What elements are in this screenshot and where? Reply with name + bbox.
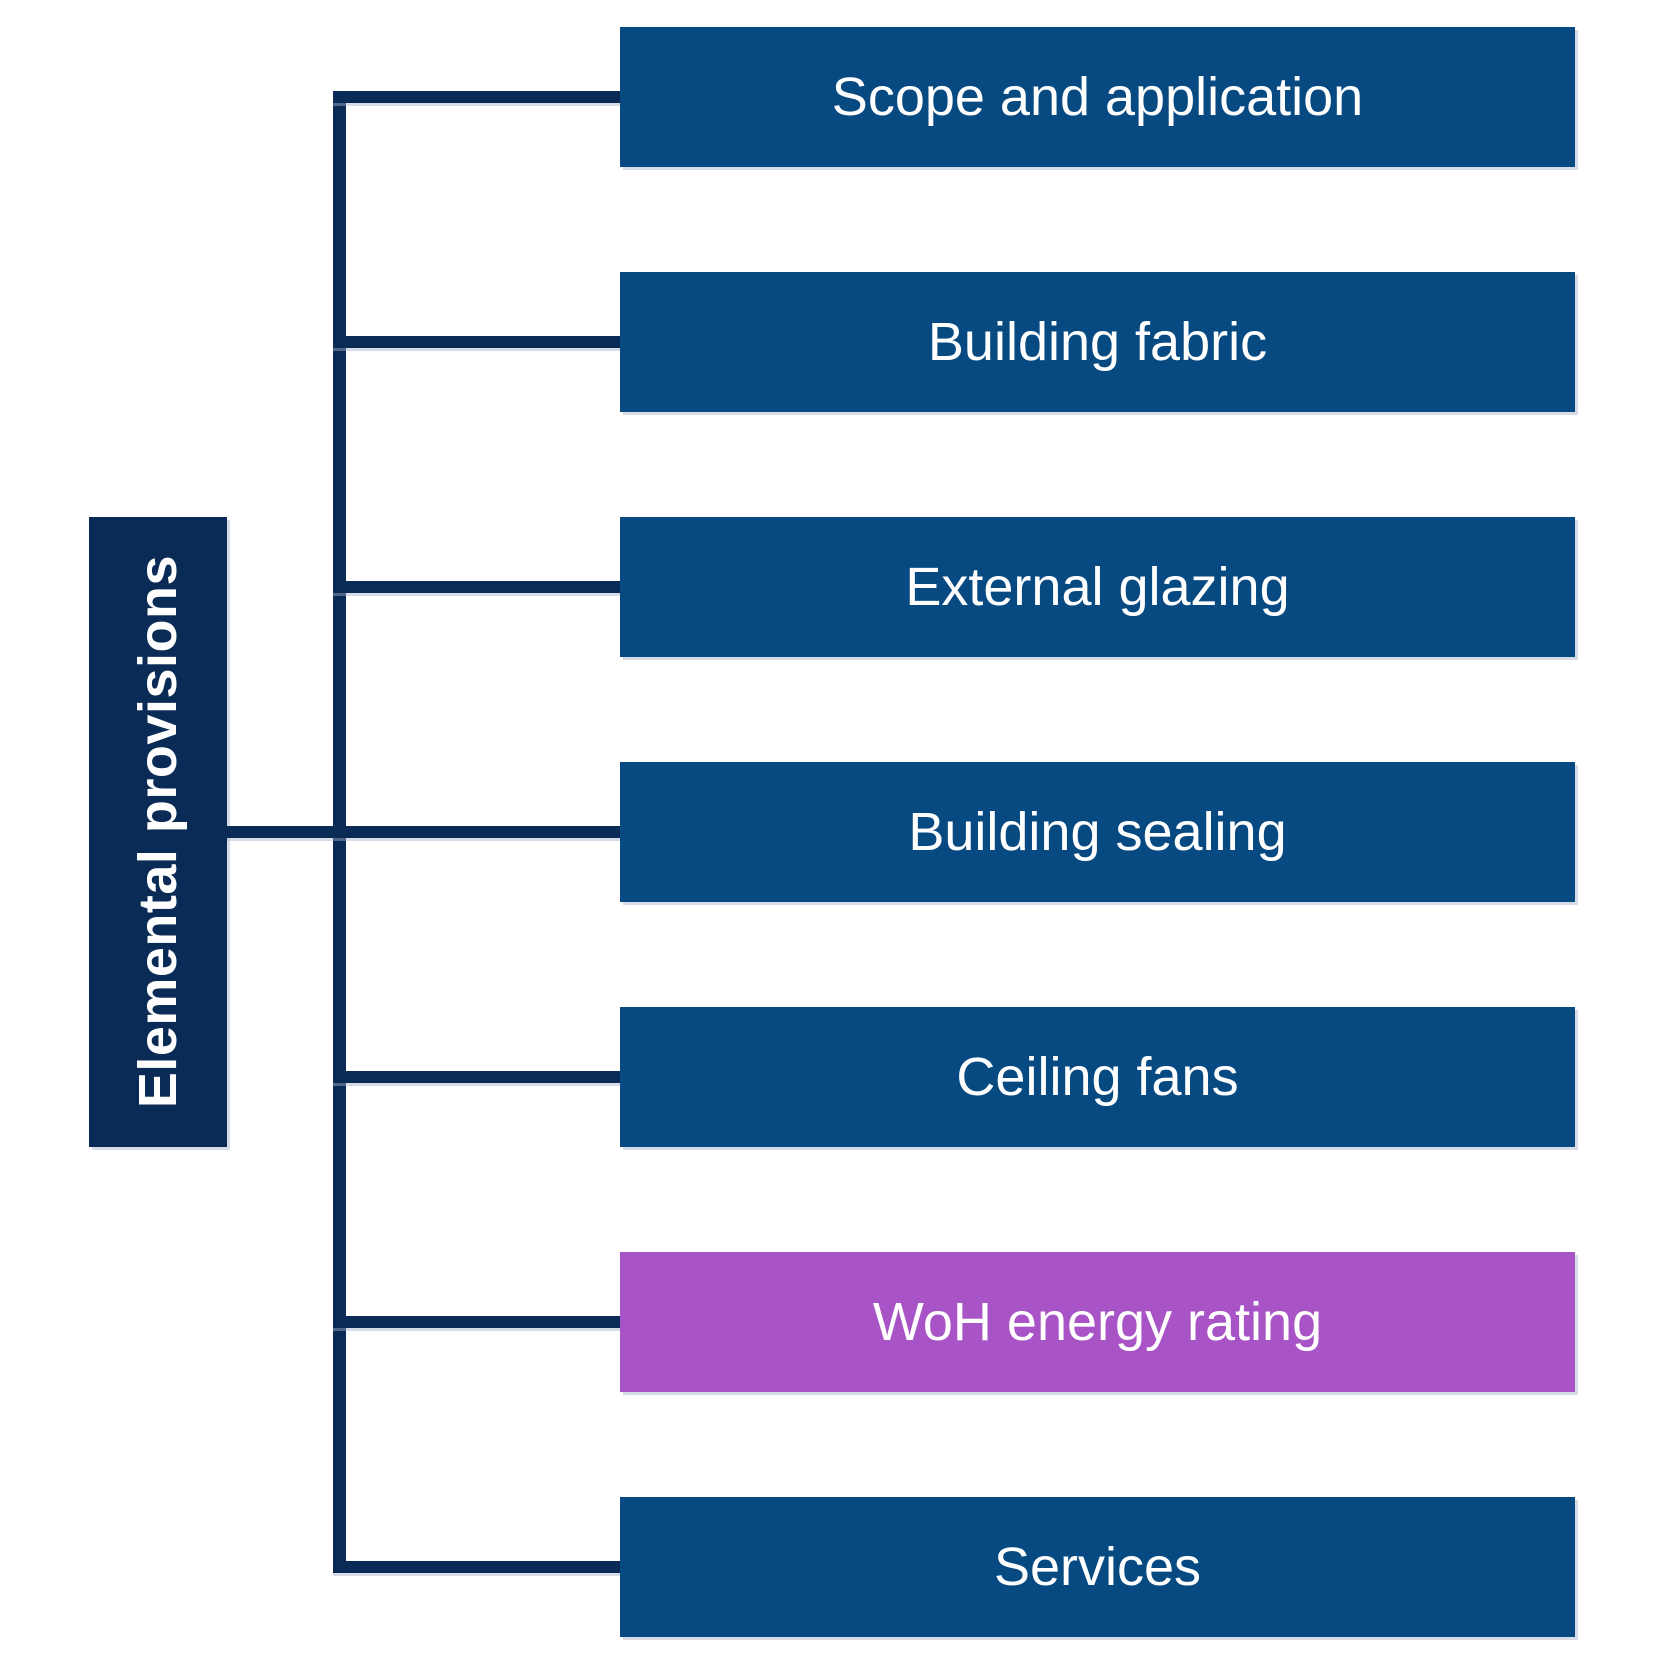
tree-node: Building fabric (620, 272, 1575, 412)
tree-node-label: Scope and application (831, 67, 1364, 127)
root-node-label: Elemental provisions (128, 555, 188, 1109)
connector-branch (333, 581, 620, 593)
tree-node-label: WoH energy rating (872, 1292, 1323, 1352)
connector-branch (333, 1316, 620, 1328)
root-node: Elemental provisions (89, 517, 227, 1147)
connector-branch (333, 91, 620, 103)
tree-node: Ceiling fans (620, 1007, 1575, 1147)
connector-branch (227, 826, 620, 838)
connector-branch (333, 336, 620, 348)
tree-node: External glazing (620, 517, 1575, 657)
tree-node: Building sealing (620, 762, 1575, 902)
connector-branch (333, 1071, 620, 1083)
tree-node: Services (620, 1497, 1575, 1637)
tree-node-label: External glazing (905, 557, 1290, 617)
tree-node-label: Services (993, 1537, 1202, 1597)
tree-node-label: Building sealing (908, 802, 1287, 862)
tree-node-label: Building fabric (927, 312, 1268, 372)
tree-node: WoH energy rating (620, 1252, 1575, 1392)
tree-node: Scope and application (620, 27, 1575, 167)
connector-branch (333, 1561, 620, 1573)
tree-node-label: Ceiling fans (956, 1047, 1239, 1107)
